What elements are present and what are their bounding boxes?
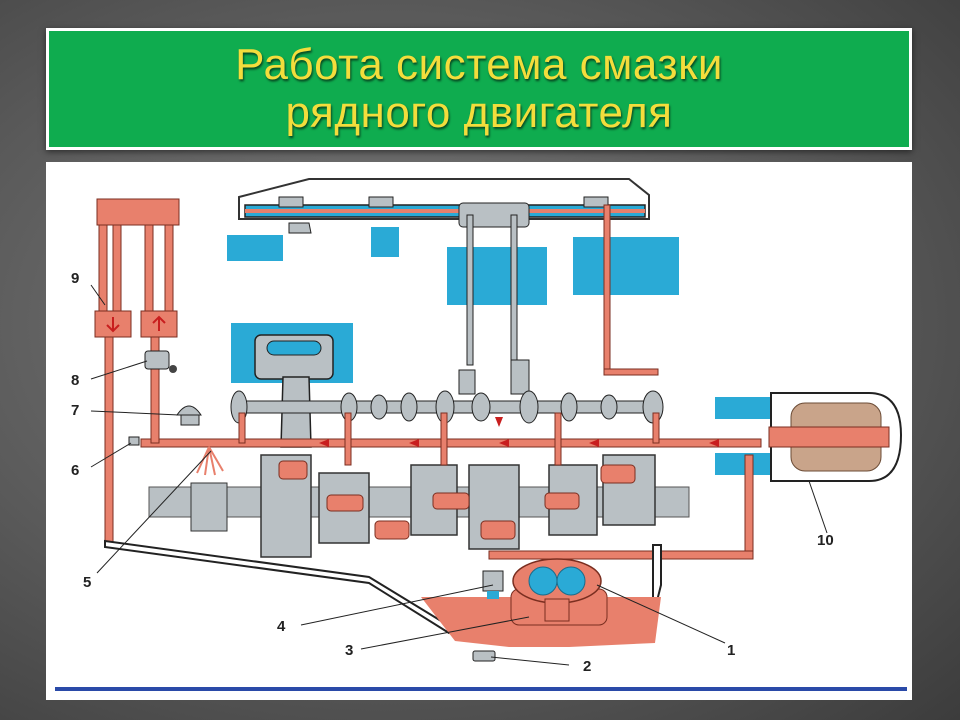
bottom-rule <box>55 687 907 691</box>
oil-feed-lines <box>238 204 660 466</box>
oil-cooler-tubes <box>98 224 174 312</box>
rocker-shaft-oil <box>245 209 645 213</box>
cooler-arrow-down <box>106 317 120 333</box>
head-block-4 <box>573 237 679 295</box>
rocker-bracket-3 <box>583 196 609 208</box>
relief-valve-base <box>487 591 499 599</box>
cooler-valve <box>144 350 170 370</box>
label-10: 10 <box>817 532 834 549</box>
drain-plug <box>472 650 496 662</box>
pressure-sensor-base <box>180 414 200 426</box>
label-4: 4 <box>277 618 286 635</box>
oil-filter-core <box>768 426 890 448</box>
label-8: 8 <box>71 372 79 389</box>
filter-supply-line <box>744 454 754 552</box>
main-oil-gallery <box>140 438 762 448</box>
title-line-2: рядного двигателя <box>285 88 673 137</box>
label-6: 6 <box>71 462 79 479</box>
pressure-sensor <box>176 405 202 416</box>
label-3: 3 <box>345 642 353 659</box>
relief-valve <box>482 570 504 592</box>
rocker-bracket-2 <box>368 196 394 208</box>
oil-spray <box>196 446 224 476</box>
title-banner: Работа система смазки рядного двигателя <box>46 28 912 150</box>
cooler-arrow-up <box>152 315 166 331</box>
warning-sensor <box>128 436 140 446</box>
cooler-supply-line <box>150 336 160 444</box>
cooler-return-line <box>104 336 114 548</box>
tappet-right <box>510 359 530 395</box>
label-9: 9 <box>71 270 79 287</box>
label-5: 5 <box>83 574 91 591</box>
pump-gear-right <box>556 566 586 596</box>
lubrication-diagram: 9 8 7 6 5 4 3 2 1 10 <box>46 162 912 700</box>
crank-gear <box>190 482 228 532</box>
filter-mount-top <box>715 397 787 419</box>
title-line-1: Работа система смазки <box>235 40 723 89</box>
pump-inlet <box>544 598 570 622</box>
label-2: 2 <box>583 658 591 675</box>
pushrod-1 <box>466 214 474 366</box>
rocker-bracket-1 <box>278 196 304 208</box>
pushrod-2 <box>510 214 518 366</box>
piston-pin <box>266 340 322 356</box>
crank-journals-oil <box>278 460 636 540</box>
diagram-canvas: 9 8 7 6 5 4 3 2 1 10 <box>55 178 907 691</box>
pump-to-filter-pipe <box>488 550 754 560</box>
head-block-1 <box>227 235 283 261</box>
head-block-3 <box>447 247 547 305</box>
cooler-valve-knob <box>169 365 177 373</box>
tappet-left <box>458 369 476 395</box>
flow-arrows <box>319 417 719 447</box>
label-1: 1 <box>727 642 735 659</box>
pump-gear-left <box>528 566 558 596</box>
leader-lines <box>90 284 828 666</box>
head-block-2 <box>371 227 399 257</box>
label-7: 7 <box>71 402 79 419</box>
head-stud <box>288 222 312 234</box>
oil-cooler-header <box>96 198 180 226</box>
